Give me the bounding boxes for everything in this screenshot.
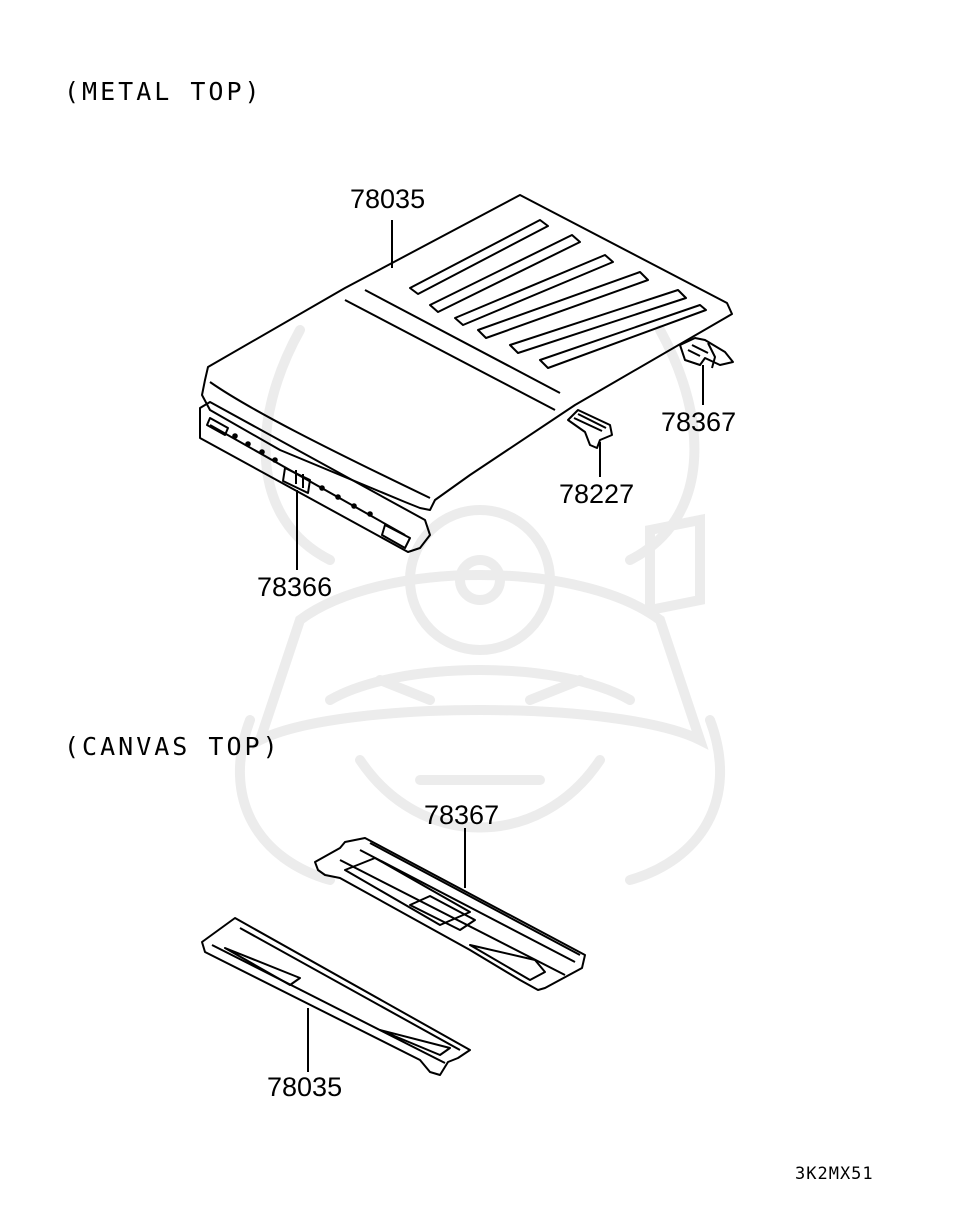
part-callout-78367-metal: 78367 — [661, 407, 737, 437]
diagram-code: 3K2MX51 — [795, 1164, 874, 1184]
metal-leader-lines — [296, 220, 704, 570]
part-callout-78366: 78366 — [257, 572, 333, 602]
front-rail-canvas — [201, 917, 471, 1076]
part-callout-78227: 78227 — [559, 479, 635, 509]
part-callout-78367-canvas: 78367 — [424, 800, 500, 830]
rear-rail-canvas — [314, 837, 586, 991]
canvas-leader-lines — [307, 828, 466, 1072]
side-bracket — [567, 409, 613, 449]
samurai-helmet-icon — [235, 325, 725, 885]
part-callout-78035-metal: 78035 — [350, 184, 426, 214]
section-title-metal-top: (METAL TOP) — [64, 77, 263, 106]
front-header-rail — [199, 401, 431, 553]
metal-roof-panel — [201, 194, 733, 511]
part-callout-78035-canvas: 78035 — [267, 1072, 343, 1102]
rear-bracket-metal — [679, 337, 734, 369]
section-title-canvas-top: (CANVAS TOP) — [64, 732, 281, 761]
